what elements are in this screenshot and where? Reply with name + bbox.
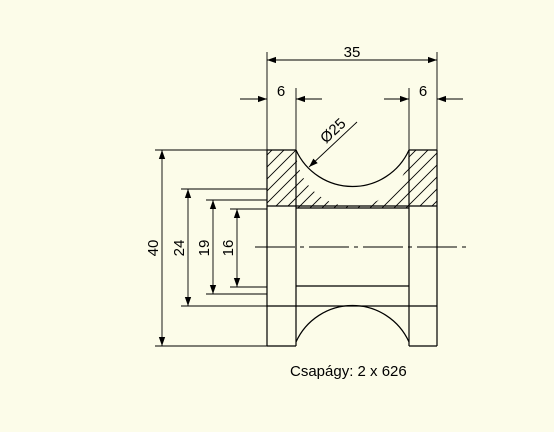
dimension-24-label: 24: [171, 240, 188, 257]
hatch-line: [417, 150, 437, 208]
dimension-40-label: 40: [145, 240, 162, 257]
hatch-line: [267, 150, 283, 208]
dimension-6-left: 6: [240, 83, 322, 150]
dimension-16: 16: [220, 208, 267, 288]
hatch-line: [267, 150, 271, 208]
dimension-diameter-25: Ø25: [308, 115, 358, 168]
dimension-40: 40: [145, 149, 267, 347]
dimension-19-label: 19: [196, 240, 213, 257]
hatch-line: [267, 150, 307, 208]
hatch-line: [405, 150, 437, 208]
dimension-24: 24: [171, 188, 267, 307]
dimension-19: 19: [196, 199, 267, 295]
hatch-line: [429, 150, 437, 208]
hatch-line: [267, 150, 295, 208]
hatch-line: [381, 150, 437, 208]
hatch-line: [393, 150, 437, 208]
hatch-line: [442, 140, 522, 220]
dimension-35-label: 35: [344, 44, 361, 61]
dimension-6-right-label: 6: [419, 83, 427, 100]
dimension-diameter-25-label: Ø25: [317, 115, 349, 147]
dimension-35: 35: [266, 44, 438, 150]
dimension-6-left-label: 6: [277, 83, 285, 100]
dimension-16-label: 16: [220, 240, 237, 257]
dimension-6-right: 6: [384, 83, 463, 150]
bearing-caption: Csapágy: 2 x 626: [290, 363, 407, 380]
part-outline: [255, 149, 470, 347]
